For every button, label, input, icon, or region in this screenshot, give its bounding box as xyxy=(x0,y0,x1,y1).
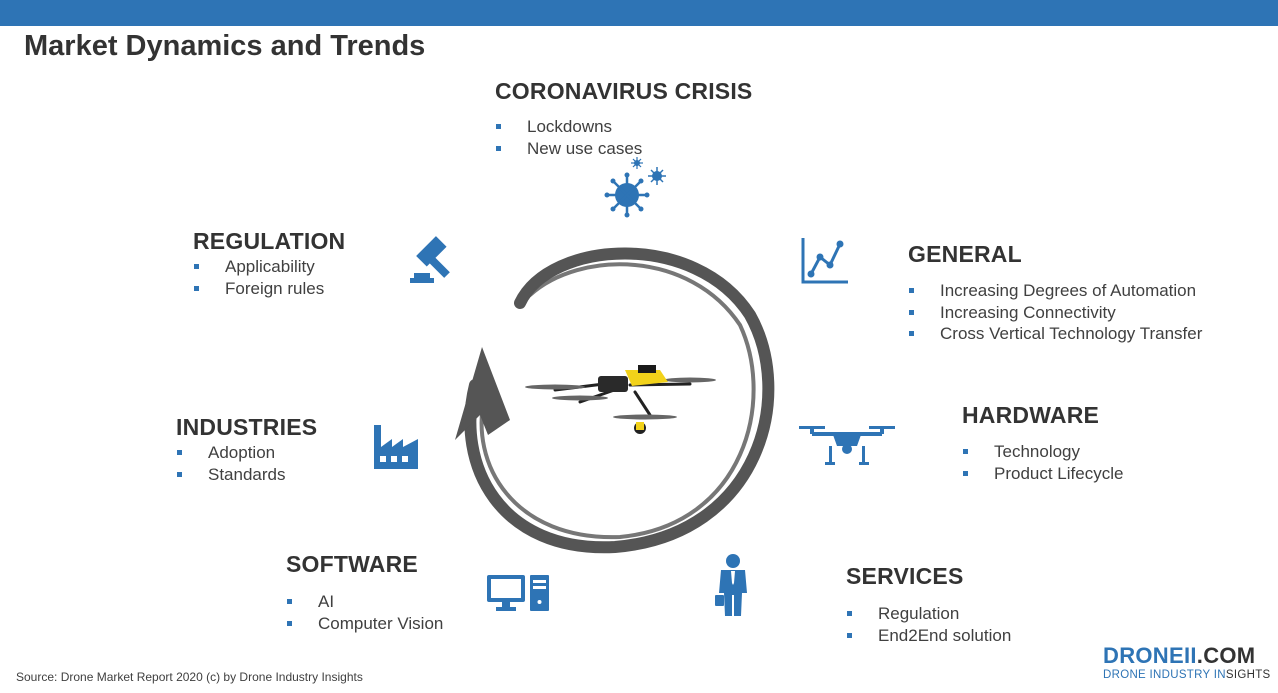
bullet xyxy=(963,470,968,476)
cycle-arrow xyxy=(455,247,775,554)
gavel-icon xyxy=(410,236,450,283)
list-item: New use cases xyxy=(495,138,752,160)
list-item: Applicability xyxy=(193,256,345,278)
list-item: Regulation xyxy=(846,603,1011,625)
list-item: Increasing Degrees of Automation xyxy=(908,280,1202,302)
section-heading: INDUSTRIES xyxy=(176,414,318,440)
bullet xyxy=(909,331,914,336)
section-heading: GENERAL xyxy=(908,241,1022,267)
bullet xyxy=(287,599,292,604)
droneii-logo: DRONEII.COM DRONE INDUSTRY INSIGHTS xyxy=(1103,643,1271,682)
page-title: Market Dynamics and Trends xyxy=(24,30,426,62)
bullet xyxy=(847,611,852,616)
section-software: SOFTWARE AI Computer Vision xyxy=(286,551,443,634)
section-heading: SOFTWARE xyxy=(286,551,418,577)
line-chart-icon xyxy=(801,238,848,284)
center-drone-image xyxy=(525,365,716,434)
virus-icon xyxy=(604,157,666,218)
list-item: Adoption xyxy=(176,442,317,464)
list-item: AI xyxy=(286,591,443,613)
list-item: Computer Vision xyxy=(286,613,443,635)
section-heading: SERVICES xyxy=(846,563,964,589)
list-item: Cross Vertical Technology Transfer xyxy=(908,323,1202,345)
section-industries: INDUSTRIES Adoption Standards xyxy=(176,414,317,485)
factory-icon xyxy=(374,425,418,469)
businessman-icon xyxy=(715,554,747,616)
list-item: Standards xyxy=(176,464,317,486)
logo-wordmark: DRONEII.COM xyxy=(1103,643,1256,668)
section-regulation: REGULATION Applicability Foreign rules xyxy=(193,228,345,299)
bullet xyxy=(963,449,968,454)
top-bar xyxy=(0,0,1278,26)
section-general: GENERAL Increasing Degrees of Automation… xyxy=(908,241,1202,345)
bullet xyxy=(287,620,292,626)
list-item: Product Lifecycle xyxy=(962,463,1123,485)
source-note: Source: Drone Market Report 2020 (c) by … xyxy=(16,670,363,684)
section-hardware: HARDWARE Technology Product Lifecycle xyxy=(962,402,1123,484)
bullet xyxy=(194,285,199,291)
list-item: Technology xyxy=(962,441,1123,463)
logo-tagline: DRONE INDUSTRY INSIGHTS xyxy=(1103,669,1271,681)
bullet xyxy=(177,471,182,477)
section-coronavirus: CORONAVIRUS CRISIS Lockdowns New use cas… xyxy=(495,78,752,159)
section-heading: REGULATION xyxy=(193,228,346,254)
drone-icon xyxy=(799,426,895,465)
section-heading: HARDWARE xyxy=(962,402,1100,428)
bullet xyxy=(177,450,182,455)
bullet xyxy=(909,309,914,315)
bullet xyxy=(194,264,199,269)
section-services: SERVICES Regulation End2End solution xyxy=(846,563,1011,646)
list-item: Foreign rules xyxy=(193,278,345,300)
section-heading: CORONAVIRUS CRISIS xyxy=(495,78,753,104)
bullet xyxy=(496,124,501,129)
bullet xyxy=(496,145,501,151)
list-item: Increasing Connectivity xyxy=(908,302,1202,324)
list-item: End2End solution xyxy=(846,625,1011,647)
bullet xyxy=(847,632,852,638)
bullet xyxy=(909,288,914,293)
computer-icon xyxy=(487,575,549,611)
list-item: Lockdowns xyxy=(495,116,752,138)
